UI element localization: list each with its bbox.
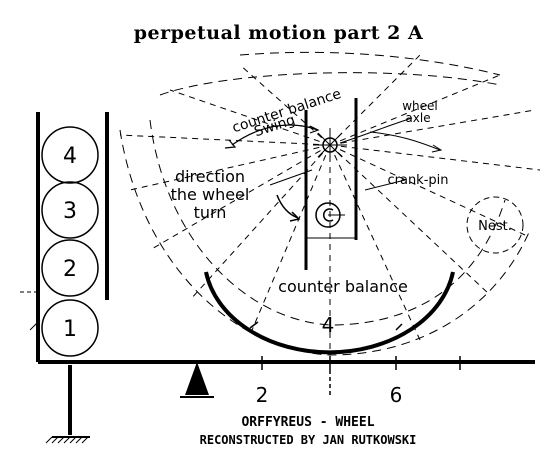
ball-1-label: 1 <box>63 317 77 342</box>
ball-3 <box>41 181 99 239</box>
ball-4-label: 4 <box>63 144 77 169</box>
counter-balance-rods <box>304 98 358 270</box>
swing-arrow <box>224 124 320 149</box>
ball-2-label: 2 <box>63 257 77 282</box>
support-post <box>45 365 90 444</box>
counter-balance-arc <box>204 271 455 355</box>
ball-numbers: 4 3 2 1 <box>63 144 77 342</box>
label-arc-number: 4 <box>322 313 335 337</box>
diagram-title: perpetual motion part 2 A <box>133 22 424 44</box>
ball-3-label: 3 <box>63 199 77 224</box>
label-wheel-axle-2: axle <box>405 111 430 125</box>
ball-2 <box>41 239 99 297</box>
nest-circle <box>466 196 524 254</box>
label-direction-1: direction <box>175 167 245 186</box>
axle-pointer <box>339 117 443 153</box>
ball-1 <box>41 299 99 357</box>
label-crank-pin: crank-pin <box>387 173 448 188</box>
fulcrum <box>180 362 214 398</box>
scale-ticks <box>261 356 461 395</box>
label-wheel-axle-1: wheel <box>402 99 438 113</box>
scale-label-6: 6 <box>390 383 403 407</box>
crank-pin <box>315 202 345 228</box>
label-direction-3: turn <box>194 203 227 222</box>
label-direction-2: the wheel <box>171 185 250 204</box>
ball-column <box>20 112 109 362</box>
arc-marks <box>249 321 403 331</box>
scale-label-2: 2 <box>256 383 269 407</box>
crank-pin-pointer <box>364 179 406 191</box>
axle-hub <box>313 128 347 162</box>
label-nest: Nest. <box>478 219 512 234</box>
credits-line-2: RECONSTRUCTED BY JAN RUTKOWSKI <box>200 433 417 447</box>
credits-line-1: ORFFYREUS - WHEEL <box>241 415 374 430</box>
ball-4 <box>41 126 99 184</box>
direction-arrow <box>269 169 313 222</box>
label-counter-balance: counter balance <box>278 277 408 296</box>
